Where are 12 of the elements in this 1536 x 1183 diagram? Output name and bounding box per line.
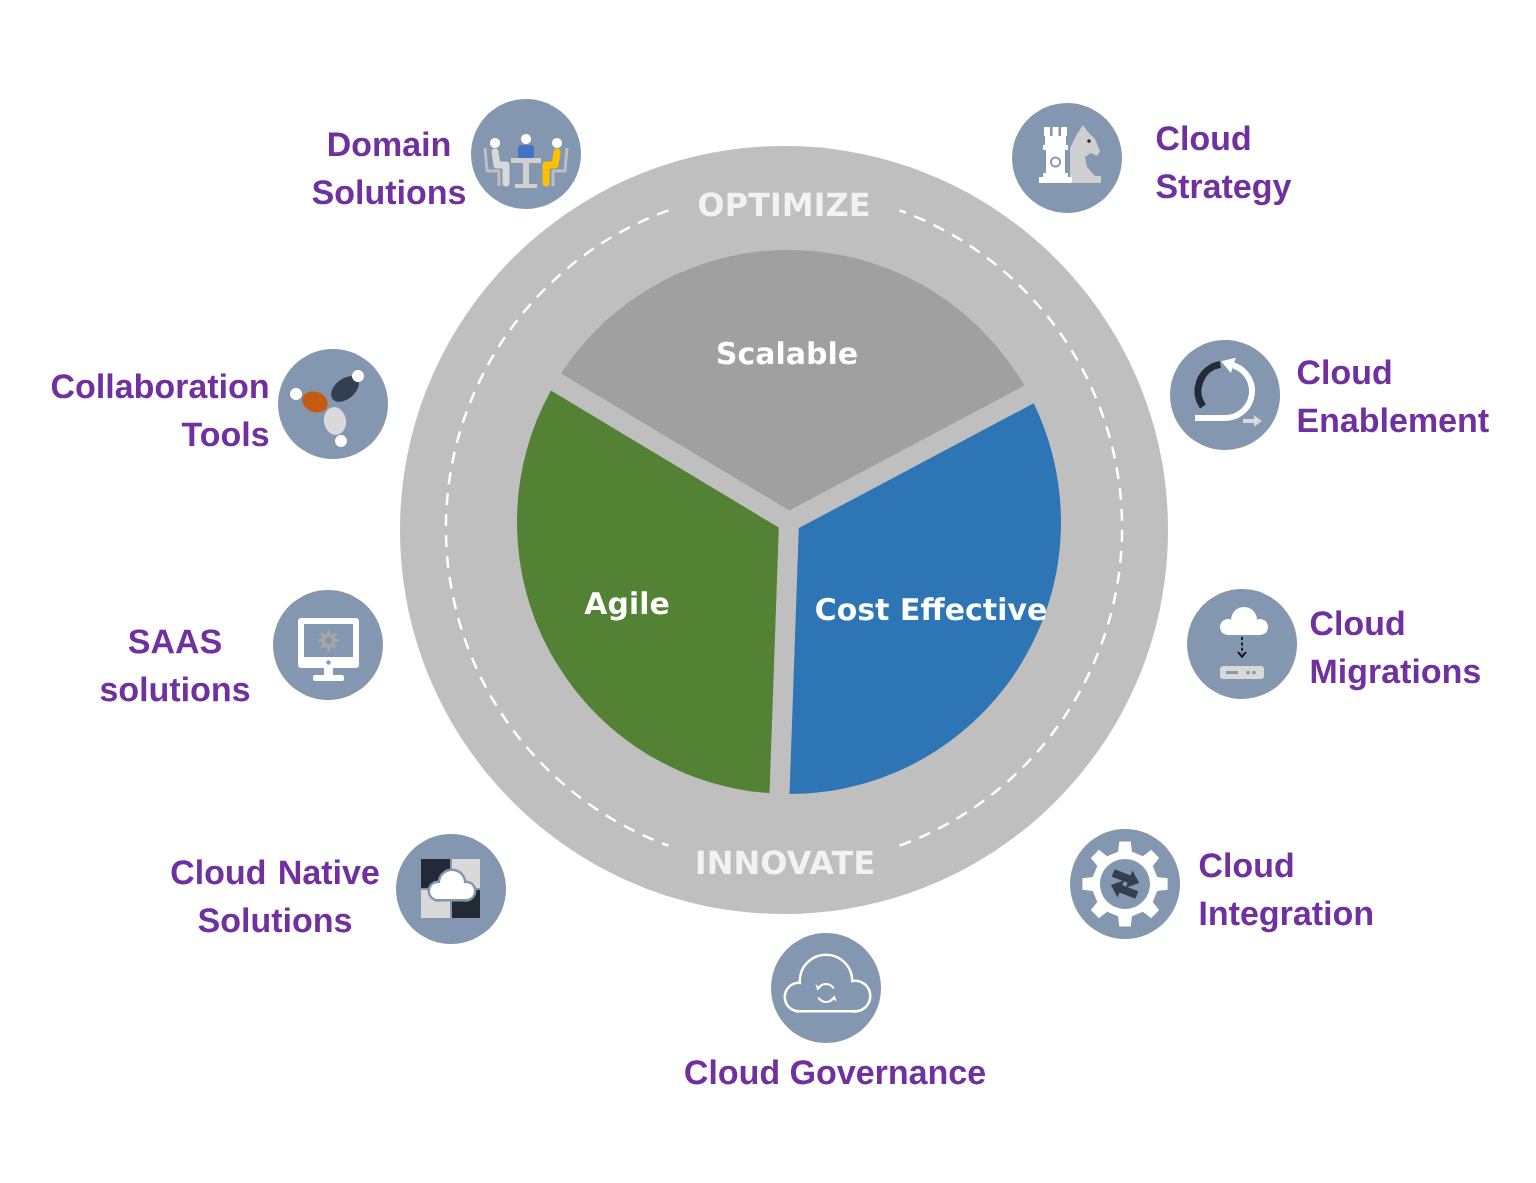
icon-label: Cloud Governance [685,1059,985,1085]
icon-label: Domain Solutions [312,131,466,205]
pie-segment: Scalable [561,249,1025,511]
pie-segment: Cost Effective [789,403,1061,794]
icon-label: Cloud Migrations [1310,610,1480,691]
icon-label: Collaboration Tools [51,373,269,447]
icon-label: Cloud Native Solutions [171,859,379,933]
icon-label: Cloud Strategy [1156,125,1292,206]
icon-label: Cloud Enablement [1297,359,1489,433]
icon-label: SAAS solutions [100,629,250,702]
icon-label: Cloud Integration [1199,852,1372,933]
pie-segment: Agile [517,390,779,794]
